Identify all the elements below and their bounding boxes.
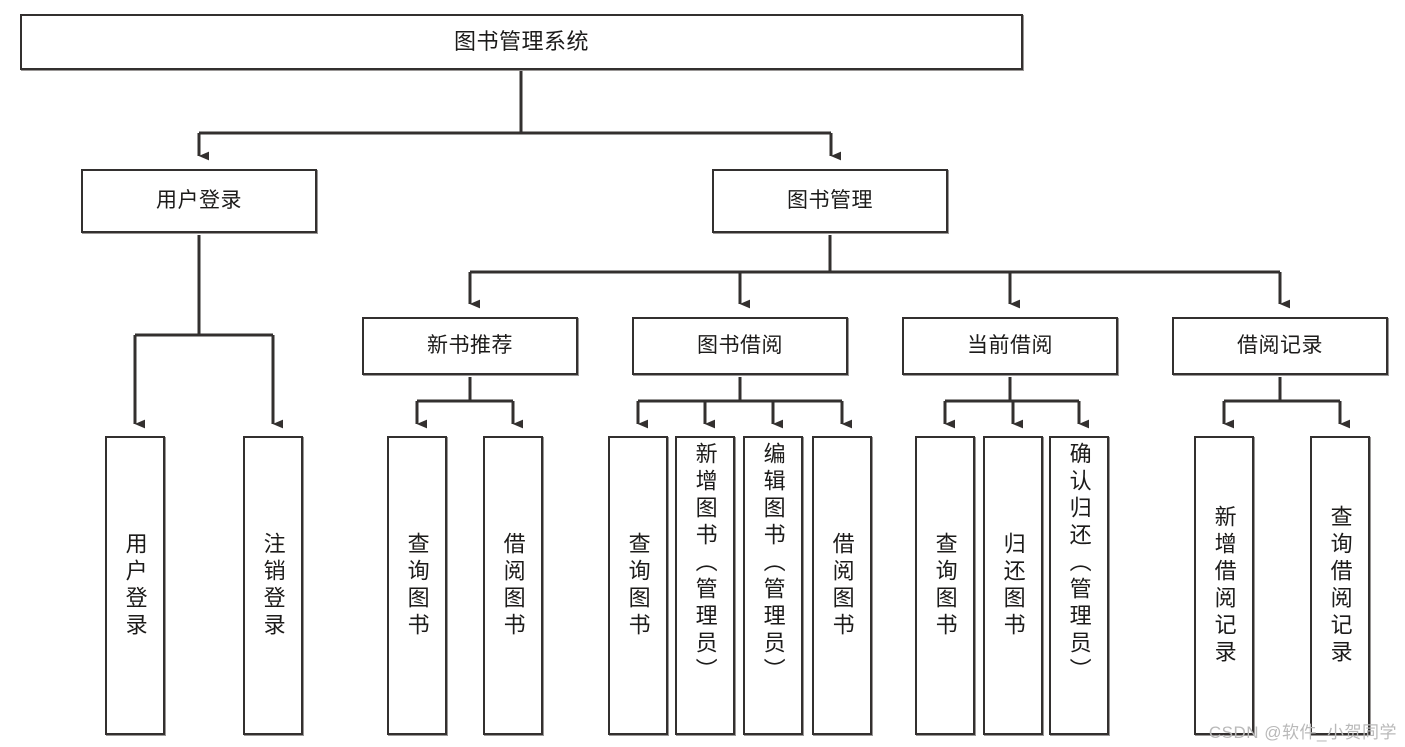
node-label: 查询借阅记录	[1327, 504, 1353, 667]
leaf-user-login[interactable]: 用户登录	[105, 436, 165, 735]
leaf-current-confirm-return-admin[interactable]: 确认归还（管理员）	[1049, 436, 1109, 735]
node-book-management[interactable]: 图书管理	[712, 169, 948, 233]
node-current-borrow[interactable]: 当前借阅	[902, 317, 1118, 375]
node-label: 查询图书	[404, 531, 430, 640]
node-label: 图书管理	[787, 188, 873, 212]
node-label: 当前借阅	[967, 333, 1053, 357]
leaf-current-return-book[interactable]: 归还图书	[983, 436, 1043, 735]
node-label: 图书借阅	[697, 333, 783, 357]
leaf-newbook-borrow-book[interactable]: 借阅图书	[483, 436, 543, 735]
node-label: 借阅记录	[1237, 333, 1323, 357]
node-label: 查询图书	[932, 531, 958, 640]
leaf-logout[interactable]: 注销登录	[243, 436, 303, 735]
node-label: 用户登录	[156, 188, 242, 212]
node-label: 归还图书	[1000, 531, 1026, 640]
node-label: 确认归还（管理员）	[1066, 442, 1092, 685]
leaf-borrow-edit-book-admin[interactable]: 编辑图书（管理员）	[743, 436, 803, 735]
leaf-borrow-add-book-admin[interactable]: 新增图书（管理员）	[675, 436, 735, 735]
node-label: 查询图书	[625, 531, 651, 640]
node-label: 新增图书（管理员）	[692, 442, 718, 685]
csdn-watermark: CSDN @软件_小贺同学	[1208, 723, 1397, 742]
node-new-book-recommend[interactable]: 新书推荐	[362, 317, 578, 375]
node-label: 新书推荐	[427, 333, 513, 357]
node-label: 新增借阅记录	[1211, 504, 1237, 667]
node-label: 用户登录	[122, 531, 148, 640]
node-user-login[interactable]: 用户登录	[81, 169, 317, 233]
node-label: 借阅图书	[500, 531, 526, 640]
node-book-borrow[interactable]: 图书借阅	[632, 317, 848, 375]
node-root-book-management-system[interactable]: 图书管理系统	[20, 14, 1023, 70]
leaf-record-add-borrow-record[interactable]: 新增借阅记录	[1194, 436, 1254, 735]
leaf-borrow-borrow-book[interactable]: 借阅图书	[812, 436, 872, 735]
node-label: 借阅图书	[829, 531, 855, 640]
node-label: 图书管理系统	[453, 29, 589, 55]
node-borrow-record[interactable]: 借阅记录	[1172, 317, 1388, 375]
leaf-borrow-query-book[interactable]: 查询图书	[608, 436, 668, 735]
node-label: 注销登录	[260, 531, 286, 640]
leaf-record-query-borrow-record[interactable]: 查询借阅记录	[1310, 436, 1370, 735]
node-label: 编辑图书（管理员）	[760, 442, 786, 685]
leaf-current-query-book[interactable]: 查询图书	[915, 436, 975, 735]
leaf-newbook-query-book[interactable]: 查询图书	[387, 436, 447, 735]
